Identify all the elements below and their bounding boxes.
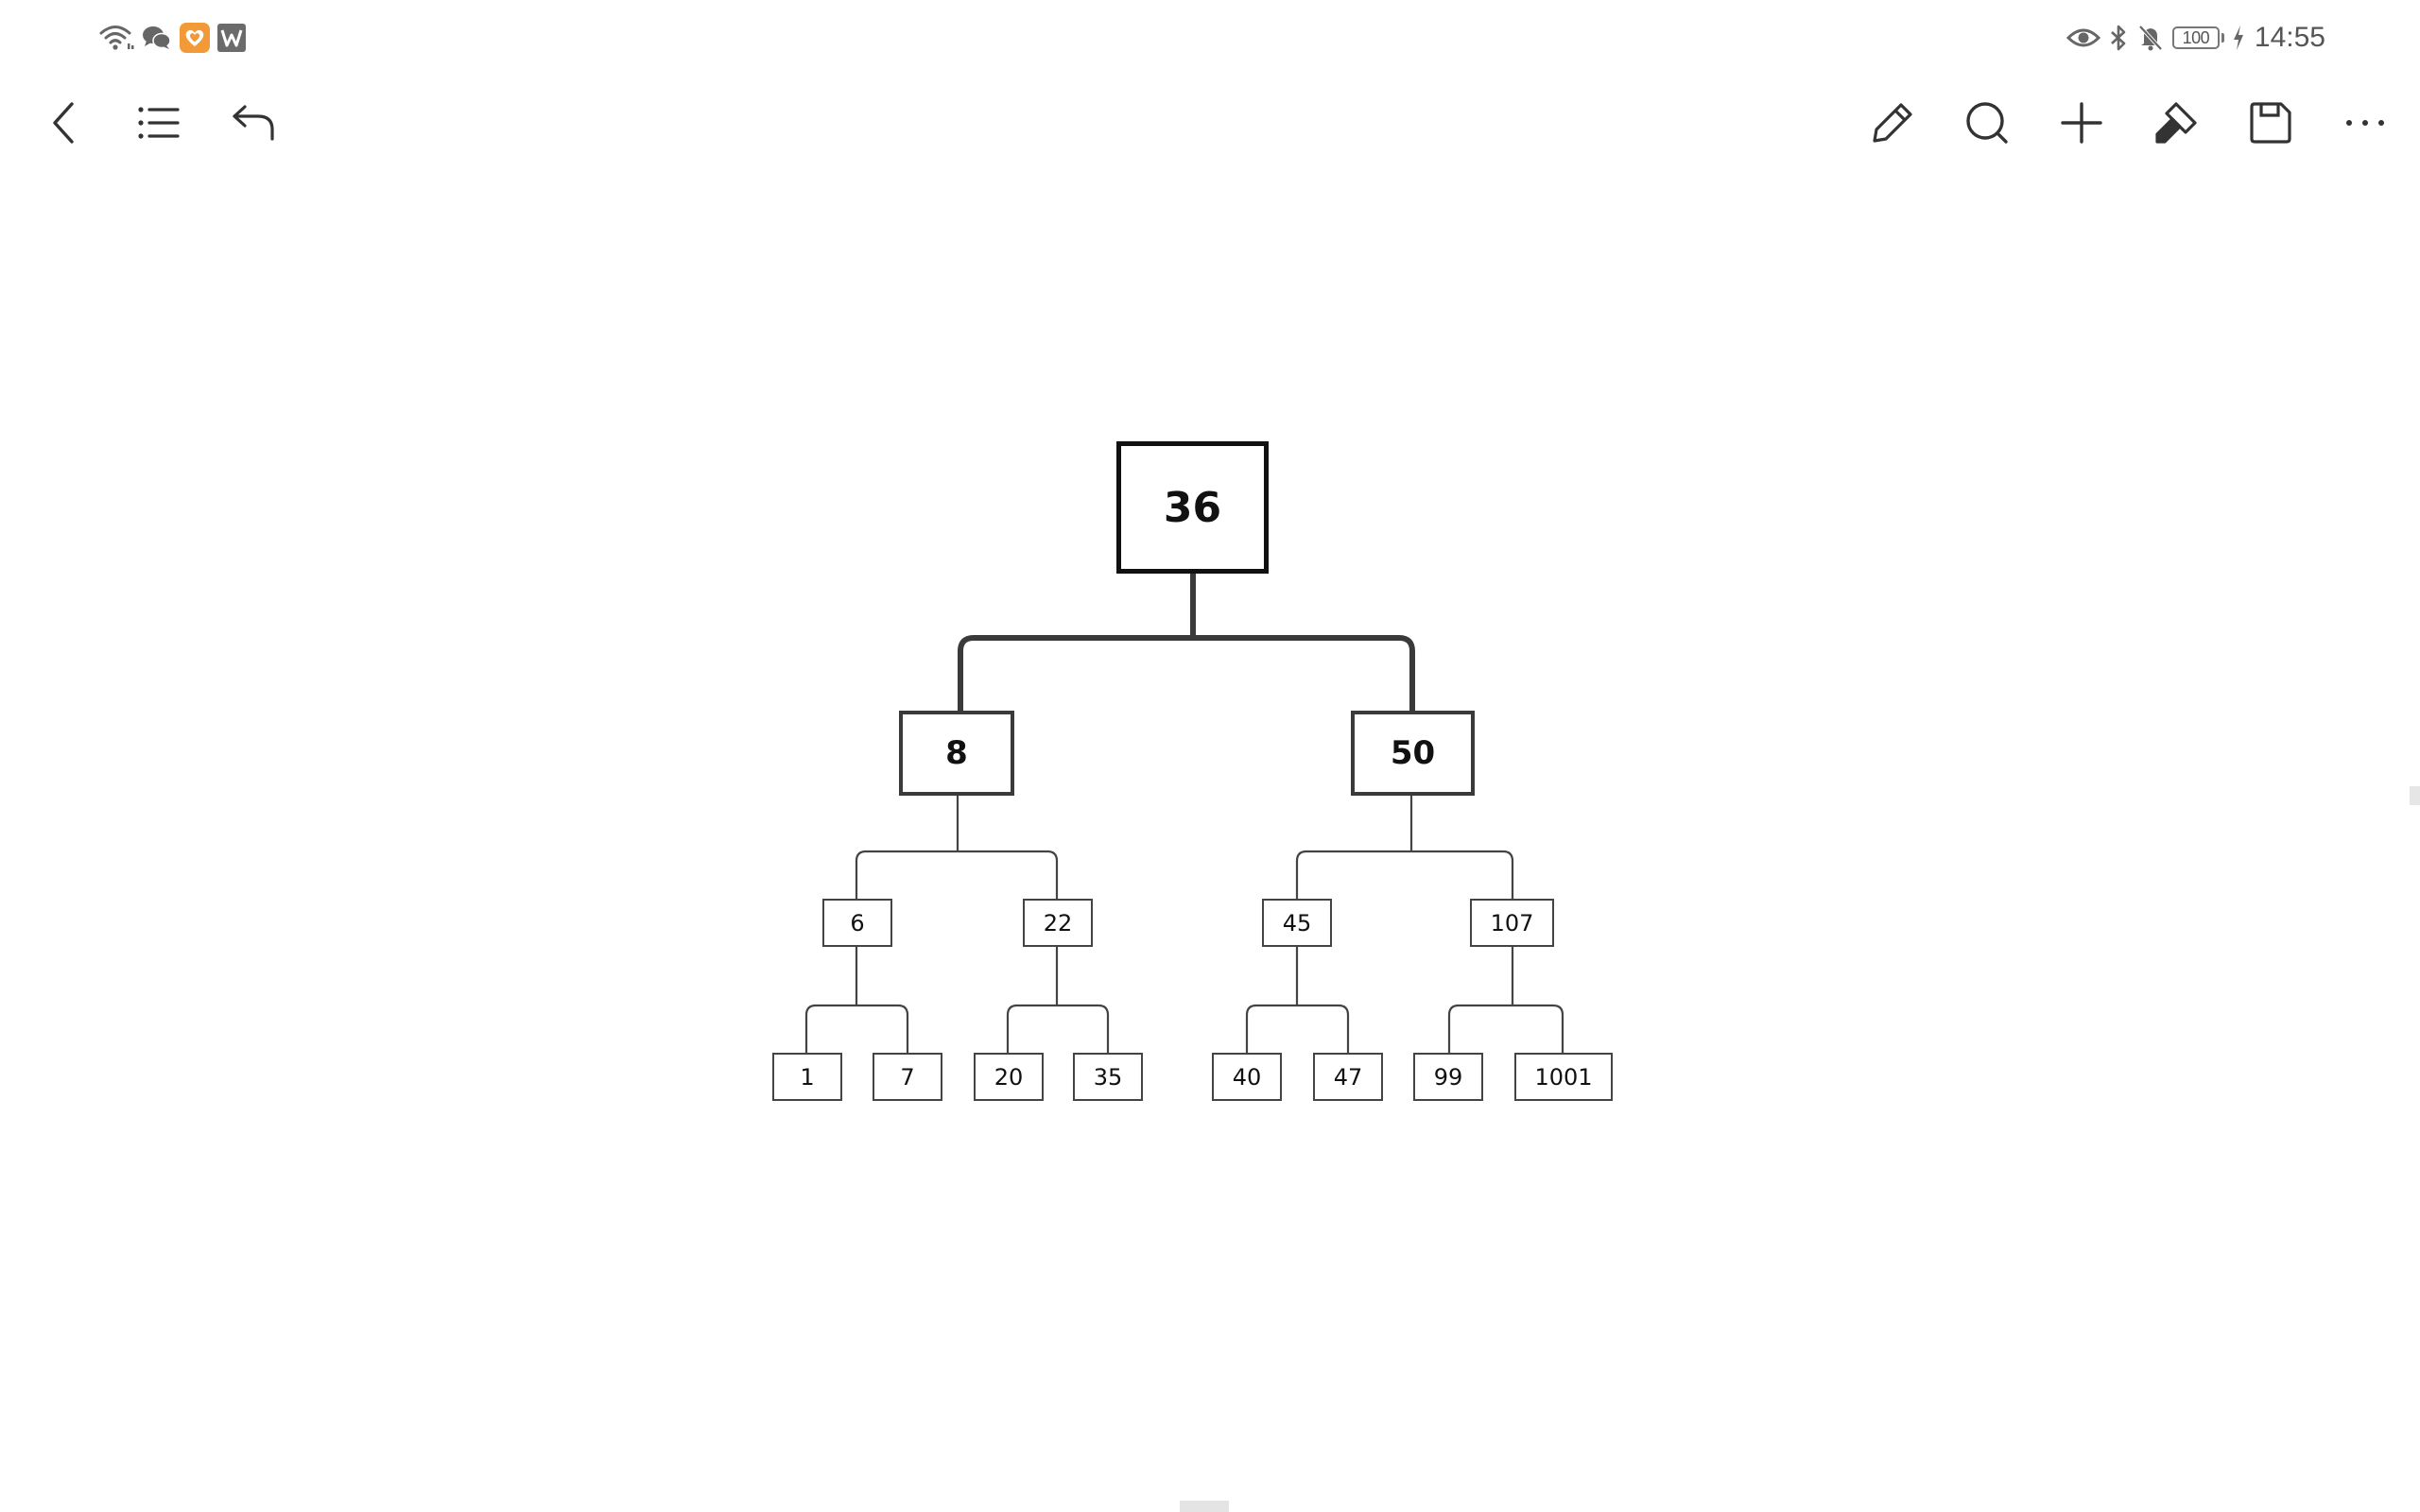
mute-bell-icon: [2136, 24, 2165, 52]
add-icon: [2060, 101, 2103, 145]
more-button[interactable]: [2335, 93, 2395, 153]
save-icon: [2249, 101, 2292, 145]
search-icon: [1963, 99, 2011, 146]
search-button[interactable]: [1957, 93, 2017, 153]
eye-icon: [2066, 26, 2100, 50]
wifi-icon: [98, 23, 134, 53]
wps-icon: [217, 24, 246, 52]
back-icon: [45, 99, 83, 146]
battery-icon: 100: [2171, 26, 2224, 49]
node-level3[interactable]: 40: [1212, 1053, 1282, 1101]
node-level3[interactable]: 99: [1413, 1053, 1483, 1101]
format-brush-button[interactable]: [2146, 93, 2206, 153]
heart-app-icon: [180, 23, 210, 53]
add-button[interactable]: [2051, 93, 2112, 153]
node-level3[interactable]: 47: [1313, 1053, 1383, 1101]
node-level3[interactable]: 35: [1073, 1053, 1143, 1101]
node-level3[interactable]: 1: [772, 1053, 842, 1101]
node-root[interactable]: 36: [1116, 441, 1269, 574]
battery-level: 100: [2171, 26, 2220, 49]
node-level3[interactable]: 7: [873, 1053, 942, 1101]
status-time: 14:55: [2254, 22, 2325, 53]
node-level1[interactable]: 8: [899, 711, 1014, 796]
node-level3[interactable]: 20: [974, 1053, 1044, 1101]
wechat-icon: [142, 25, 172, 51]
charging-icon: [2232, 25, 2245, 51]
outline-button[interactable]: [129, 93, 189, 153]
status-bar-right: 100 14:55: [2066, 19, 2325, 57]
format-brush-icon: [2153, 100, 2199, 146]
status-bar-left: [98, 21, 246, 55]
node-level3[interactable]: 1001: [1514, 1053, 1613, 1101]
undo-icon: [230, 103, 277, 143]
bottom-edge-handle[interactable]: [1180, 1501, 1229, 1512]
outline-list-icon: [137, 104, 181, 142]
save-button[interactable]: [2240, 93, 2301, 153]
toolbar-left: [34, 93, 284, 153]
edit-pencil-icon: [1870, 100, 1915, 146]
bluetooth-icon: [2108, 24, 2129, 52]
edit-button[interactable]: [1862, 93, 1923, 153]
node-level2[interactable]: 22: [1023, 899, 1093, 947]
toolbar-right: [1862, 93, 2395, 153]
node-level1[interactable]: 50: [1351, 711, 1475, 796]
undo-button[interactable]: [223, 93, 284, 153]
node-level2[interactable]: 45: [1262, 899, 1332, 947]
right-edge-handle[interactable]: [2410, 786, 2420, 805]
more-icon: [2343, 117, 2387, 129]
back-button[interactable]: [34, 93, 95, 153]
node-level2[interactable]: 107: [1470, 899, 1554, 947]
node-level2[interactable]: 6: [822, 899, 892, 947]
